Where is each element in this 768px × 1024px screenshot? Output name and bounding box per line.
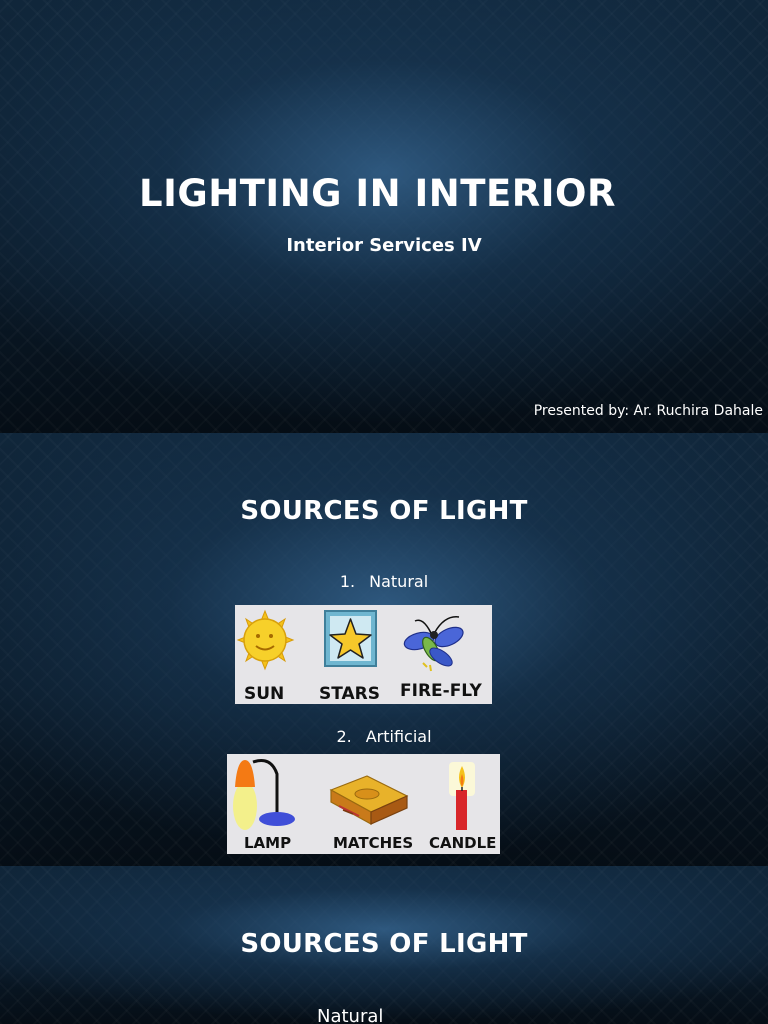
list-number: 2. bbox=[336, 727, 352, 746]
list-number: 1. bbox=[339, 572, 356, 591]
list-item-artificial: 2. Artificial bbox=[0, 727, 768, 746]
list-item-natural: 1. Natural bbox=[0, 572, 768, 591]
matches-caption: MATCHES bbox=[333, 834, 413, 852]
stars-caption: STARS bbox=[319, 684, 380, 704]
sources-of-light-slide-2: SOURCES OF LIGHT Natural bbox=[0, 866, 768, 1024]
matchbox-icon bbox=[329, 775, 409, 826]
sun-icon bbox=[236, 609, 295, 671]
star-icon bbox=[324, 610, 377, 667]
title-slide: LIGHTING IN INTERIOR Interior Services I… bbox=[0, 0, 768, 433]
lamp-icon bbox=[233, 759, 295, 830]
candle-icon bbox=[449, 762, 475, 830]
natural-label: Natural bbox=[317, 1006, 384, 1024]
natural-sources-image: SUN STARS FIRE-FLY bbox=[235, 605, 492, 704]
firefly-icon bbox=[403, 616, 464, 672]
list-label: Artificial bbox=[365, 727, 432, 746]
sun-caption: SUN bbox=[244, 684, 284, 704]
firefly-caption: FIRE-FLY bbox=[400, 681, 482, 701]
lamp-caption: LAMP bbox=[244, 834, 291, 852]
artificial-sources-image: LAMP MATCHES CANDLE bbox=[227, 754, 500, 854]
slide-heading: SOURCES OF LIGHT bbox=[240, 929, 528, 959]
presenter-credit: Presented by: Ar. Ruchira Dahale bbox=[533, 403, 763, 419]
candle-caption: CANDLE bbox=[429, 834, 496, 852]
list-label: Natural bbox=[369, 572, 429, 591]
slide-subtitle: Interior Services IV bbox=[286, 235, 482, 256]
slide-heading: SOURCES OF LIGHT bbox=[240, 496, 528, 526]
sources-of-light-slide: SOURCES OF LIGHT 1. Natural bbox=[0, 433, 768, 866]
slide-title: LIGHTING IN INTERIOR bbox=[139, 172, 616, 215]
